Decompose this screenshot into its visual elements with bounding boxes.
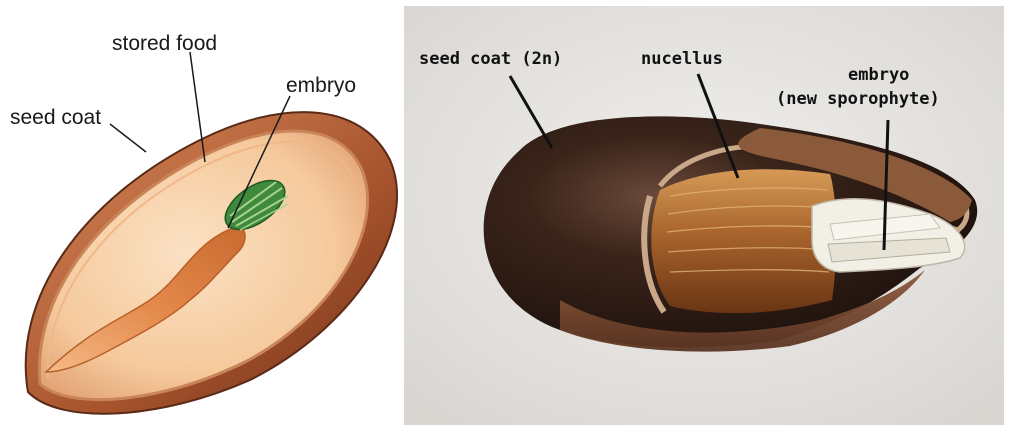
photo-label-embryo-sub: (new sporophyte) xyxy=(776,89,940,109)
seed-photo: seed coat (2n) nucellus embryo (new spor… xyxy=(404,6,1004,425)
photo-label-embryo: embryo xyxy=(848,65,909,85)
illus-label-stored-food: stored food xyxy=(112,32,217,55)
seed-illustration: seed coat stored food embryo xyxy=(10,32,397,414)
illus-label-embryo: embryo xyxy=(286,74,356,97)
photo-label-nucellus: nucellus xyxy=(641,49,723,69)
illus-leader-seed-coat xyxy=(110,124,146,152)
photo-label-seed-coat: seed coat (2n) xyxy=(419,49,562,69)
photo-nucellus xyxy=(651,169,836,313)
illus-label-seed-coat: seed coat xyxy=(10,106,101,129)
